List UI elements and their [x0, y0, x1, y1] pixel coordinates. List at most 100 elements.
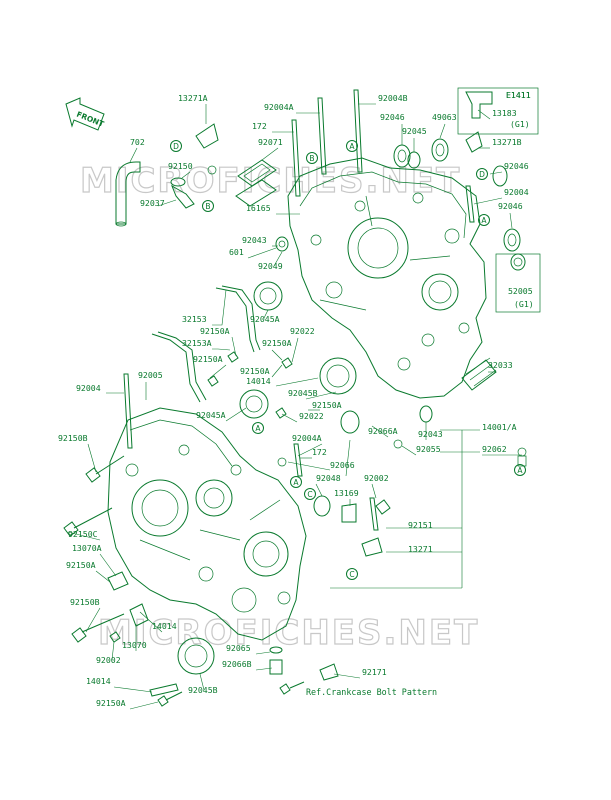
leader-lines	[67, 103, 522, 710]
callout-d-right: D	[476, 168, 488, 180]
part-label-31: 92150A	[240, 366, 270, 376]
svg-text:D: D	[479, 170, 485, 179]
part-label-26: 92150A	[200, 326, 230, 336]
callout-d-top: D	[170, 140, 182, 152]
callout-a-left: A	[252, 422, 264, 434]
oil-pipes	[151, 285, 261, 403]
part-label-58: 14014	[152, 621, 177, 631]
part-label-54: 13070A	[72, 543, 102, 553]
breather-hose	[115, 161, 141, 227]
part-label-62: 92066B	[222, 659, 252, 669]
part-label-16: 92004	[504, 187, 529, 197]
callout-a-center: A	[290, 476, 302, 488]
part-label-3: 92037	[140, 198, 165, 208]
part-label-52: 92150C	[68, 529, 98, 539]
svg-text:C: C	[307, 490, 312, 499]
callout-a-top: A	[346, 140, 358, 152]
part-label-14: 13271B	[492, 137, 522, 147]
part-label-24: 32153	[182, 314, 207, 324]
part-label-21: 92049	[258, 261, 283, 271]
part-label-13: (G1)	[510, 119, 530, 129]
part-label-5: 172	[252, 121, 267, 131]
svg-text:B: B	[309, 154, 314, 163]
part-label-27: 92022	[290, 326, 315, 336]
part-label-42: 92043	[418, 429, 443, 439]
brackets	[107, 91, 493, 697]
part-label-38: 92045A	[196, 410, 226, 420]
bolts	[63, 351, 391, 707]
part-label-48: 92066	[330, 460, 355, 470]
diagram-code: E1411	[506, 90, 531, 100]
upper-crankcase	[287, 157, 487, 399]
bracket-13271a	[195, 123, 219, 149]
part-label-55: 13271	[408, 544, 433, 554]
lower-crankcase	[107, 407, 307, 641]
callout-b-mid: B	[306, 152, 318, 164]
svg-text:A: A	[293, 478, 299, 487]
callout-markers: D B B A D A A A C C A	[170, 140, 526, 580]
part-label-18: 16165	[246, 203, 271, 213]
part-label-2: 92150	[168, 161, 193, 171]
part-label-40: 14001/A	[482, 422, 517, 432]
part-label-60: 92002	[96, 655, 121, 665]
svg-text:A: A	[517, 466, 523, 475]
inset-box-13183	[457, 87, 539, 135]
part-label-6: 92071	[258, 137, 283, 147]
part-label-43: 92004A	[292, 433, 322, 443]
svg-text:A: A	[349, 142, 355, 151]
callout-c-lower: C	[346, 568, 358, 580]
drain-plug	[207, 165, 527, 675]
part-label-0: 13271A	[178, 93, 208, 103]
part-label-34: 92004	[76, 383, 101, 393]
part-label-44: 92150B	[58, 433, 88, 443]
part-label-28: 32153A	[182, 338, 212, 348]
bearings	[177, 138, 526, 675]
callout-c-center: C	[304, 488, 316, 500]
part-label-4: 92004A	[264, 102, 294, 112]
breather-fitting	[170, 177, 195, 209]
part-label-41: 92066A	[368, 426, 398, 436]
part-label-9: 92045	[402, 126, 427, 136]
part-label-63: 92171	[362, 667, 387, 677]
crankcase-bolt-pattern-note: Ref.Crankcase Bolt Pattern	[306, 687, 437, 697]
part-label-19: 92043	[242, 235, 267, 245]
part-label-51: 13169	[334, 488, 359, 498]
svg-text:C: C	[349, 570, 354, 579]
part-label-1: 702	[130, 137, 145, 147]
part-label-33: 32033	[488, 360, 513, 370]
part-label-35: 92005	[138, 370, 163, 380]
part-label-47: 172	[312, 447, 327, 457]
callout-b-top: B	[202, 200, 214, 212]
studs	[123, 89, 475, 531]
part-label-57: 92150B	[70, 597, 100, 607]
part-label-30: 92150A	[193, 354, 223, 364]
part-label-65: 92045B	[188, 685, 218, 695]
part-label-17: 92046	[498, 201, 523, 211]
watermark-top: MICROFICHES.NET	[80, 161, 461, 201]
part-label-11: E1411	[506, 90, 531, 100]
svg-text:B: B	[205, 202, 210, 211]
part-label-7: 92004B	[378, 93, 408, 103]
part-label-37: 92150A	[312, 400, 342, 410]
svg-text:A: A	[481, 216, 487, 225]
part-label-50: 92002	[364, 473, 389, 483]
part-label-12: 13183	[492, 108, 517, 118]
part-label-49: 92048	[316, 473, 341, 483]
part-label-23: (G1)	[514, 299, 534, 309]
part-label-32: 14014	[246, 376, 271, 386]
part-label-39: 92022	[299, 411, 324, 421]
part-label-22: 52005	[508, 286, 533, 296]
part-label-25: 92045A	[250, 314, 280, 324]
front-arrow-icon: FRONT	[65, 97, 106, 131]
inset-box-52005	[495, 253, 541, 313]
part-number-labels: 13271A702921509203792004A1729207192004B9…	[58, 90, 534, 708]
part-label-29: 92150A	[262, 338, 292, 348]
svg-text:A: A	[255, 424, 261, 433]
part-label-36: 92045B	[288, 388, 318, 398]
part-label-56: 92150A	[66, 560, 96, 570]
part-label-53: 92151	[408, 520, 433, 530]
part-label-20: 601	[229, 247, 244, 257]
part-label-59: 13070	[122, 640, 147, 650]
